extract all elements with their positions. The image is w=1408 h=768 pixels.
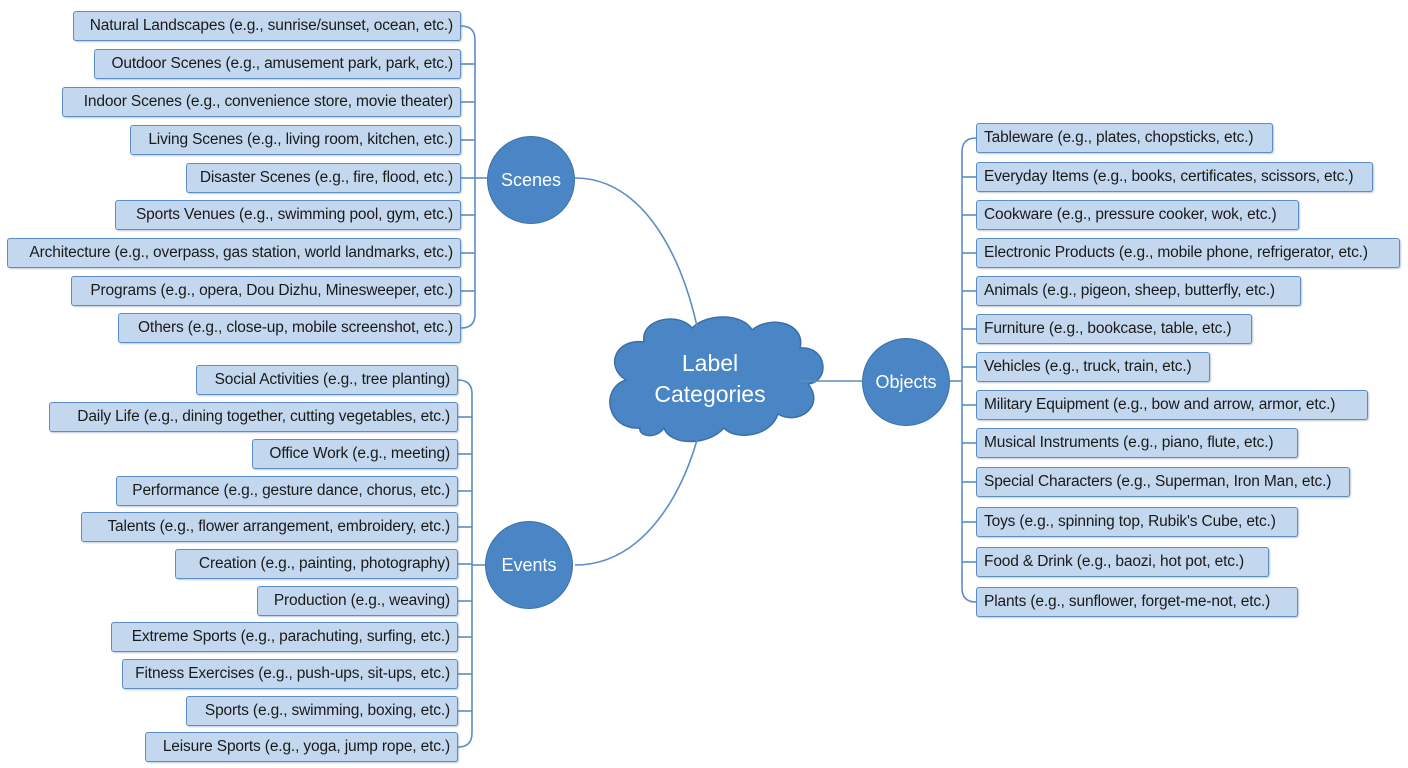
objects-item-vehicles[interactable]: Vehicles (e.g., truck, train, etc.) <box>976 352 1210 382</box>
branch-node-objects[interactable]: Objects <box>862 338 950 426</box>
events-item-production[interactable]: Production (e.g., weaving) <box>257 586 458 616</box>
scenes-spine <box>460 25 476 329</box>
objects-spine <box>961 137 977 603</box>
objects-item-electronic-products[interactable]: Electronic Products (e.g., mobile phone,… <box>976 238 1400 268</box>
center-node-label: Label Categories <box>612 348 808 410</box>
scenes-item-living-scenes[interactable]: Living Scenes (e.g., living room, kitche… <box>130 125 461 155</box>
objects-item-special-characters[interactable]: Special Characters (e.g., Superman, Iron… <box>976 467 1350 497</box>
branch-node-scenes[interactable]: Scenes <box>487 136 575 224</box>
scenes-item-programs[interactable]: Programs (e.g., opera, Dou Dizhu, Minesw… <box>71 276 461 306</box>
scenes-item-indoor-scenes[interactable]: Indoor Scenes (e.g., convenience store, … <box>62 87 461 117</box>
objects-item-cookware[interactable]: Cookware (e.g., pressure cooker, wok, et… <box>976 200 1299 230</box>
link-center-scenes <box>574 177 698 327</box>
objects-item-everyday-items[interactable]: Everyday Items (e.g., books, certificate… <box>976 162 1373 192</box>
branch-node-events[interactable]: Events <box>485 521 573 609</box>
events-item-sports[interactable]: Sports (e.g., swimming, boxing, etc.) <box>186 696 458 726</box>
objects-item-animals[interactable]: Animals (e.g., pigeon, sheep, butterfly,… <box>976 276 1301 306</box>
center-label-line-2: Categories <box>654 381 766 407</box>
link-center-events <box>574 439 698 566</box>
scenes-item-outdoor-scenes[interactable]: Outdoor Scenes (e.g., amusement park, pa… <box>94 49 461 79</box>
events-item-leisure-sports[interactable]: Leisure Sports (e.g., yoga, jump rope, e… <box>145 732 458 762</box>
scenes-item-sports-venues[interactable]: Sports Venues (e.g., swimming pool, gym,… <box>115 200 461 230</box>
center-label-line-1: Label <box>681 350 739 376</box>
objects-item-plants[interactable]: Plants (e.g., sunflower, forget-me-not, … <box>976 587 1298 617</box>
objects-item-military-equipment[interactable]: Military Equipment (e.g., bow and arrow,… <box>976 390 1368 420</box>
center-cloud-shape <box>609 316 824 443</box>
objects-item-food-drink[interactable]: Food & Drink (e.g., baozi, hot pot, etc.… <box>976 547 1269 577</box>
scenes-item-architecture[interactable]: Architecture (e.g., overpass, gas statio… <box>7 238 461 268</box>
scenes-item-disaster-scenes[interactable]: Disaster Scenes (e.g., fire, flood, etc.… <box>186 163 461 193</box>
events-item-daily-life[interactable]: Daily Life (e.g., dining together, cutti… <box>49 402 458 432</box>
events-item-performance[interactable]: Performance (e.g., gesture dance, chorus… <box>116 476 458 506</box>
objects-item-toys[interactable]: Toys (e.g., spinning top, Rubik's Cube, … <box>976 507 1298 537</box>
events-item-fitness-exercises[interactable]: Fitness Exercises (e.g., push-ups, sit-u… <box>122 659 458 689</box>
events-item-creation[interactable]: Creation (e.g., painting, photography) <box>175 549 458 579</box>
objects-item-musical-instruments[interactable]: Musical Instruments (e.g., piano, flute,… <box>976 428 1298 458</box>
scenes-item-natural-landscapes[interactable]: Natural Landscapes (e.g., sunrise/sunset… <box>73 11 461 41</box>
events-item-office-work[interactable]: Office Work (e.g., meeting) <box>252 439 458 469</box>
events-item-talents[interactable]: Talents (e.g., flower arrangement, embro… <box>81 512 458 542</box>
events-item-extreme-sports[interactable]: Extreme Sports (e.g., parachuting, surfi… <box>111 622 458 652</box>
events-item-social-activities[interactable]: Social Activities (e.g., tree planting) <box>196 365 458 395</box>
scenes-item-others[interactable]: Others (e.g., close-up, mobile screensho… <box>118 313 461 343</box>
objects-item-tableware[interactable]: Tableware (e.g., plates, chopsticks, etc… <box>976 123 1273 153</box>
objects-item-furniture[interactable]: Furniture (e.g., bookcase, table, etc.) <box>976 314 1252 344</box>
